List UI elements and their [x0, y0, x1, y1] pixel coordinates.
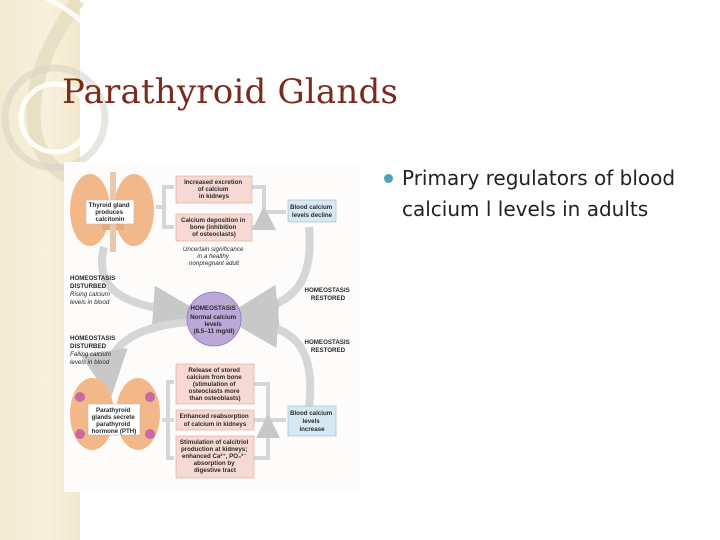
parathyroid-label: Parathyroid glands secrete parathyroid h…	[91, 407, 136, 435]
box-excretion: Increased excretion of calcium in kidney…	[175, 175, 253, 204]
svg-text:Increased excretion of: Increased excretion of calcium in kidney…	[184, 179, 244, 200]
homeostasis-restored-bottom: HOMEOSTASIS RESTORED	[305, 339, 352, 354]
rising-calcium-note: Rising calcium levels in blood	[70, 291, 112, 306]
bullet-text: Primary regulators of blood calcium l le…	[402, 166, 676, 221]
cycle-arrow-bottom-left	[80, 318, 190, 399]
svg-text:Blood calcium levels d: Blood calcium levels decline	[290, 204, 334, 219]
thyroid-arrow	[156, 185, 174, 229]
to-blood-decline-arrow	[252, 185, 286, 227]
homeostasis-disturbed-bottom: HOMEOSTASIS DISTURBED	[70, 335, 117, 350]
to-blood-increase-arrow	[254, 382, 286, 460]
slide-title: Parathyroid Glands	[62, 72, 399, 112]
cycle-arrow-bottom-right	[230, 300, 315, 408]
svg-text:Calcium deposition in: Calcium deposition in bone (inhibition o…	[181, 217, 247, 238]
uncertain-note: Uncertain significance in a healthy nonp…	[183, 246, 245, 267]
homeostasis-restored-top: HOMEOSTASIS RESTORED	[305, 287, 352, 302]
homeostasis-disturbed-top: HOMEOSTASIS DISTURBED	[70, 275, 117, 290]
diagram-svg: Thyroid gland produces calcitonin Increa…	[70, 172, 352, 479]
box-calcitriol: Stimulation of calcitriol production at …	[175, 435, 255, 479]
bullet-item: Primary regulators of blood calcium l le…	[384, 163, 684, 225]
bullet-dot-icon	[384, 174, 393, 183]
box-deposition: Calcium deposition in bone (inhibition o…	[175, 213, 253, 242]
calcium-homeostasis-diagram: Thyroid gland produces calcitonin Increa…	[64, 162, 360, 492]
thyroid-label: Thyroid gland produces calcitonin	[89, 202, 132, 223]
svg-text:Stimulation of calcitriol: Stimulation of calcitriol production at …	[180, 439, 250, 474]
svg-text:Release of stored calc: Release of stored calcium from bone (sti…	[187, 367, 244, 402]
box-reabsorption: Enhanced reabsorption of calcium in kidn…	[175, 409, 255, 431]
bullet-list: Primary regulators of blood calcium l le…	[384, 163, 684, 225]
box-blood-increase: Blood calcium levels increase	[287, 405, 337, 437]
homeostasis-center: HOMEOSTASIS Normal calcium levels (8.5–1…	[186, 291, 242, 347]
parathyroid-arrow	[162, 380, 174, 460]
svg-text:HOMEOSTASIS Normal cal: HOMEOSTASIS Normal calcium levels (8.5–1…	[190, 305, 238, 335]
falling-calcium-note: Falling calcium levels in blood	[70, 351, 113, 366]
svg-text:Enhanced reabsorption: Enhanced reabsorption of calcium in kidn…	[180, 413, 251, 428]
svg-text:Blood calcium levels: Blood calcium levels increase	[290, 410, 334, 433]
box-blood-decline: Blood calcium levels decline	[287, 199, 337, 223]
cycle-arrow-top-left	[97, 246, 201, 334]
box-release: Release of stored calcium from bone (sti…	[175, 363, 255, 405]
